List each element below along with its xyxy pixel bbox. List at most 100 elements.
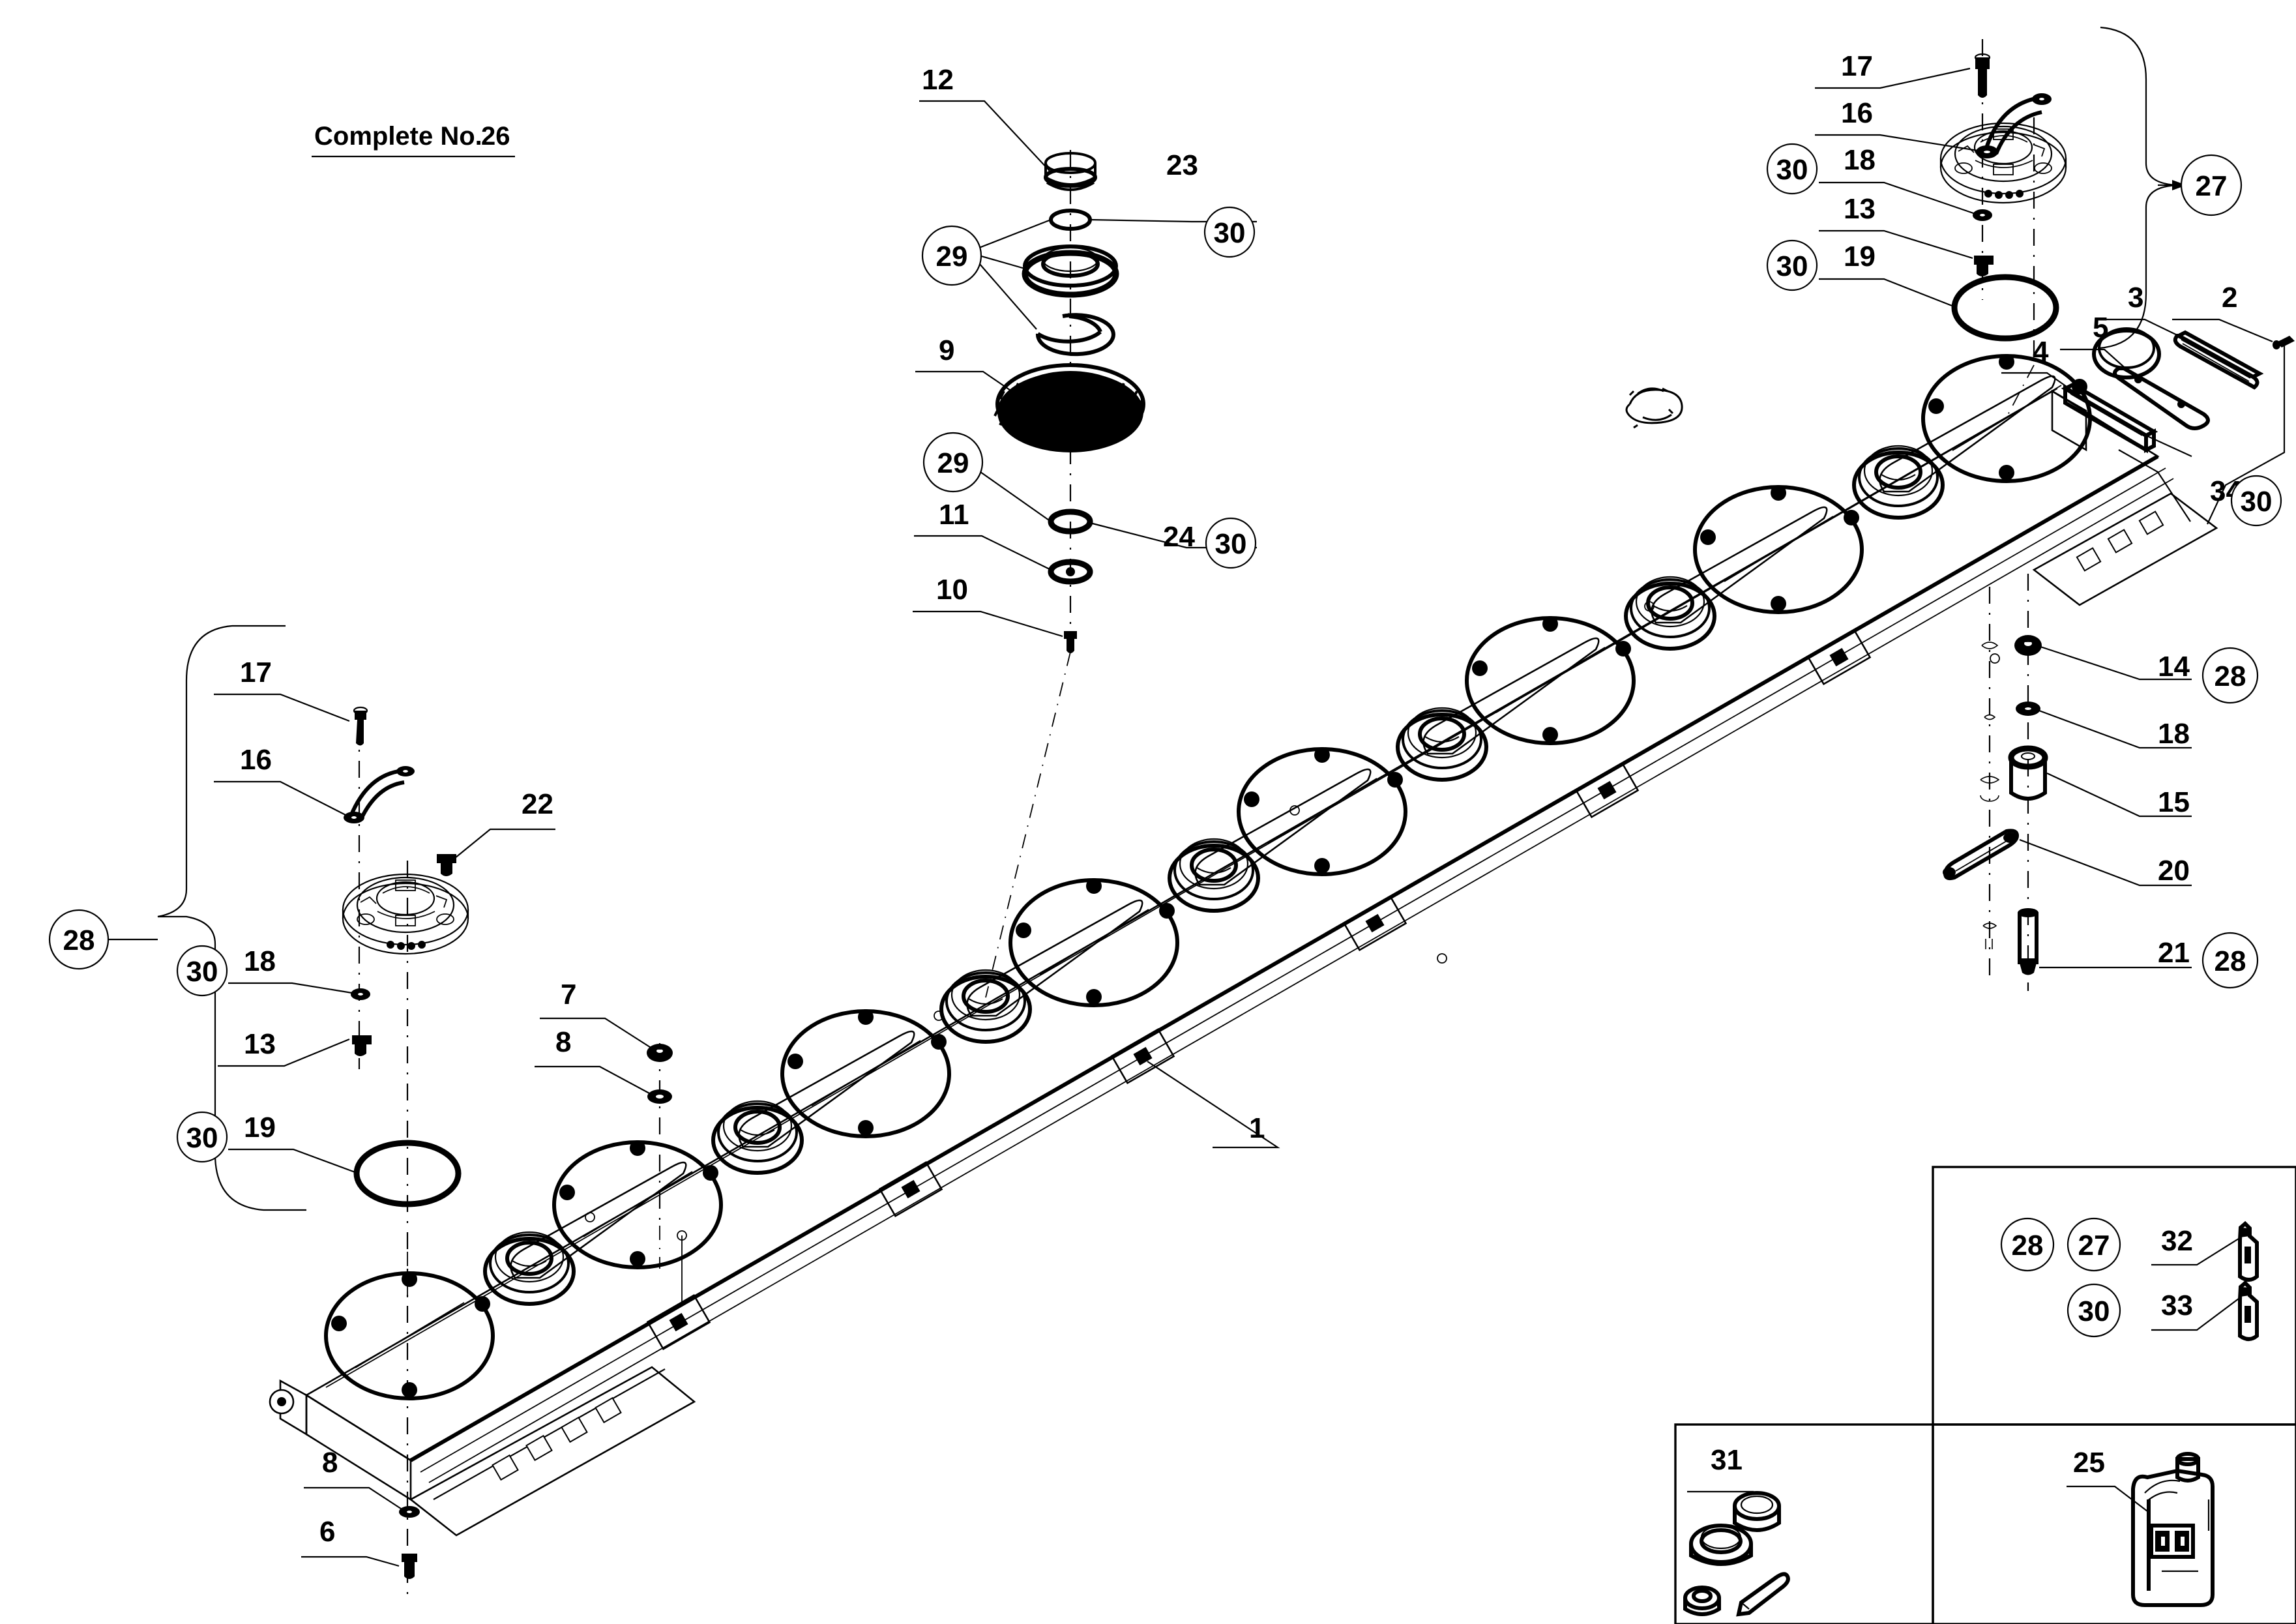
part-16-curved-arm-left[interactable] [344, 766, 415, 823]
part-14-nut[interactable] [2014, 635, 2042, 656]
balloon-label: 28 [2012, 1230, 2044, 1262]
part-27-rotor-disc-top[interactable] [1939, 122, 2067, 204]
callout-17-top: 17 [1841, 50, 1873, 82]
mount-tab [646, 1293, 711, 1351]
balloon-30-24[interactable]: 30 [1205, 517, 1257, 569]
part-3-rail-bar-top[interactable] [2173, 330, 2264, 390]
part-32-sealant-tube[interactable] [2238, 1220, 2259, 1282]
right-vertical-stack [1943, 574, 2192, 991]
balloon-label: 28 [63, 924, 95, 956]
balloon-30-34[interactable]: 30 [2230, 475, 2282, 527]
part-10-bolt[interactable] [1064, 631, 1077, 653]
balloon-30-18-top[interactable]: 30 [1766, 143, 1818, 195]
callout-17-left: 17 [240, 657, 272, 688]
hub [1465, 616, 1636, 745]
part-4-rail-bar-lower[interactable] [2061, 382, 2158, 454]
balloon-28-left[interactable]: 28 [48, 909, 110, 970]
part-29-snap-ring[interactable] [1035, 313, 1115, 357]
part-17-bolt-top[interactable] [1974, 53, 1991, 98]
part-9-gear[interactable] [993, 363, 1145, 452]
balloon-label: 30 [186, 1122, 218, 1154]
part-17-bolt-left[interactable] [353, 706, 368, 746]
balloon-30-inset[interactable]: 30 [2067, 1283, 2121, 1338]
balloon-28-inset[interactable]: 28 [2000, 1217, 2055, 1272]
balloon-29-top[interactable]: 29 [921, 225, 982, 286]
part-33-sealant-tube[interactable] [2238, 1280, 2259, 1341]
balloon-30-19-top[interactable]: 30 [1766, 239, 1818, 291]
leader-group-center [913, 100, 1257, 638]
part-15-spacer-bushing[interactable] [2008, 745, 2048, 801]
balloon-label: 28 [2215, 945, 2246, 977]
mount-tab [1806, 628, 1872, 686]
part-29-bearing[interactable] [1022, 244, 1119, 298]
balloon-30-18-left[interactable]: 30 [176, 945, 228, 997]
part-19-o-ring-top[interactable] [1951, 274, 2059, 342]
callout-8: 8 [555, 1026, 571, 1058]
part-21-long-bolt[interactable] [2018, 908, 2038, 975]
hub [1008, 878, 1179, 1007]
part-31-seal-kit[interactable] [1683, 1491, 1790, 1617]
thread-marks [1980, 642, 2000, 949]
part-13-clip-left[interactable] [352, 1035, 372, 1056]
part-6-bolt[interactable] [402, 1554, 417, 1579]
callout-19-left: 19 [244, 1112, 276, 1144]
reference-mark-group [585, 601, 2000, 1222]
callout-18-top: 18 [1844, 144, 1876, 176]
callout-5: 5 [2093, 312, 2108, 344]
mount-tab-group [646, 628, 1872, 1351]
part-8-washer-lower[interactable] [399, 1506, 420, 1518]
leader-group-right-stack [2019, 645, 2192, 969]
part-18-washer-top[interactable] [1973, 209, 1992, 221]
part-28-rotor-disc-left[interactable] [342, 873, 469, 955]
callout-11: 11 [939, 499, 969, 531]
main-body-frame[interactable] [269, 327, 2218, 1537]
callout-19-top: 19 [1844, 241, 1876, 273]
part-8-washer[interactable] [647, 1089, 672, 1104]
callout-3: 3 [2128, 282, 2143, 314]
bearing-boss [1396, 707, 1488, 782]
balloon-30-23[interactable]: 30 [1203, 206, 1256, 258]
part-20-link-bar[interactable] [1943, 829, 2020, 881]
part-16-curved-arm-top[interactable] [1976, 93, 2052, 158]
part-12-cap-plug[interactable] [1044, 152, 1097, 191]
callout-16-top: 16 [1841, 97, 1873, 129]
part-18-washer-left[interactable] [351, 988, 370, 1000]
callout-12: 12 [922, 64, 954, 96]
bearing-boss [1624, 576, 1716, 651]
part-18-washer-right[interactable] [2016, 701, 2040, 716]
inset-panels [1674, 1166, 2296, 1624]
callout-4: 4 [2033, 336, 2049, 368]
part-22-grease-nipple[interactable] [437, 854, 456, 876]
part-5-rail-bar-mid[interactable] [2113, 366, 2210, 430]
balloon-28-14[interactable]: 28 [2201, 647, 2259, 704]
balloon-27[interactable]: 27 [2180, 154, 2243, 216]
balloon-label: 30 [1776, 250, 1808, 282]
balloon-30-19-left[interactable]: 30 [176, 1111, 228, 1163]
balloon-label: 27 [2196, 170, 2228, 202]
hub [324, 1271, 495, 1400]
part-11-washer[interactable] [1048, 559, 1093, 585]
part-7-nut[interactable] [647, 1044, 673, 1062]
part-2-dowel-pin[interactable] [2273, 336, 2295, 349]
right-bar-group [2001, 318, 2295, 525]
bottom-stack [301, 1017, 1280, 1597]
balloon-27-inset[interactable]: 27 [2067, 1217, 2121, 1272]
hub [1237, 747, 1407, 876]
callout-9: 9 [939, 334, 954, 366]
left-stack [108, 625, 555, 1304]
slot-group [510, 375, 2056, 1279]
bearing-boss [939, 969, 1032, 1044]
callout-31: 31 [1711, 1444, 1743, 1476]
callout-20: 20 [2158, 855, 2190, 887]
balloon-29-low[interactable]: 29 [922, 432, 984, 493]
center-top-stack [913, 100, 1257, 998]
balloon-28-21[interactable]: 28 [2201, 932, 2259, 989]
callout-33: 33 [2161, 1290, 2193, 1321]
bearing-boss-group [483, 327, 2161, 1306]
part-25-oil-canister[interactable] [2131, 1452, 2215, 1607]
part-13-clip-top[interactable] [1974, 256, 1994, 276]
leader-item-1 [1147, 1061, 1280, 1149]
leader-group-bottom [301, 1017, 653, 1567]
bearing-boss [1168, 838, 1260, 913]
